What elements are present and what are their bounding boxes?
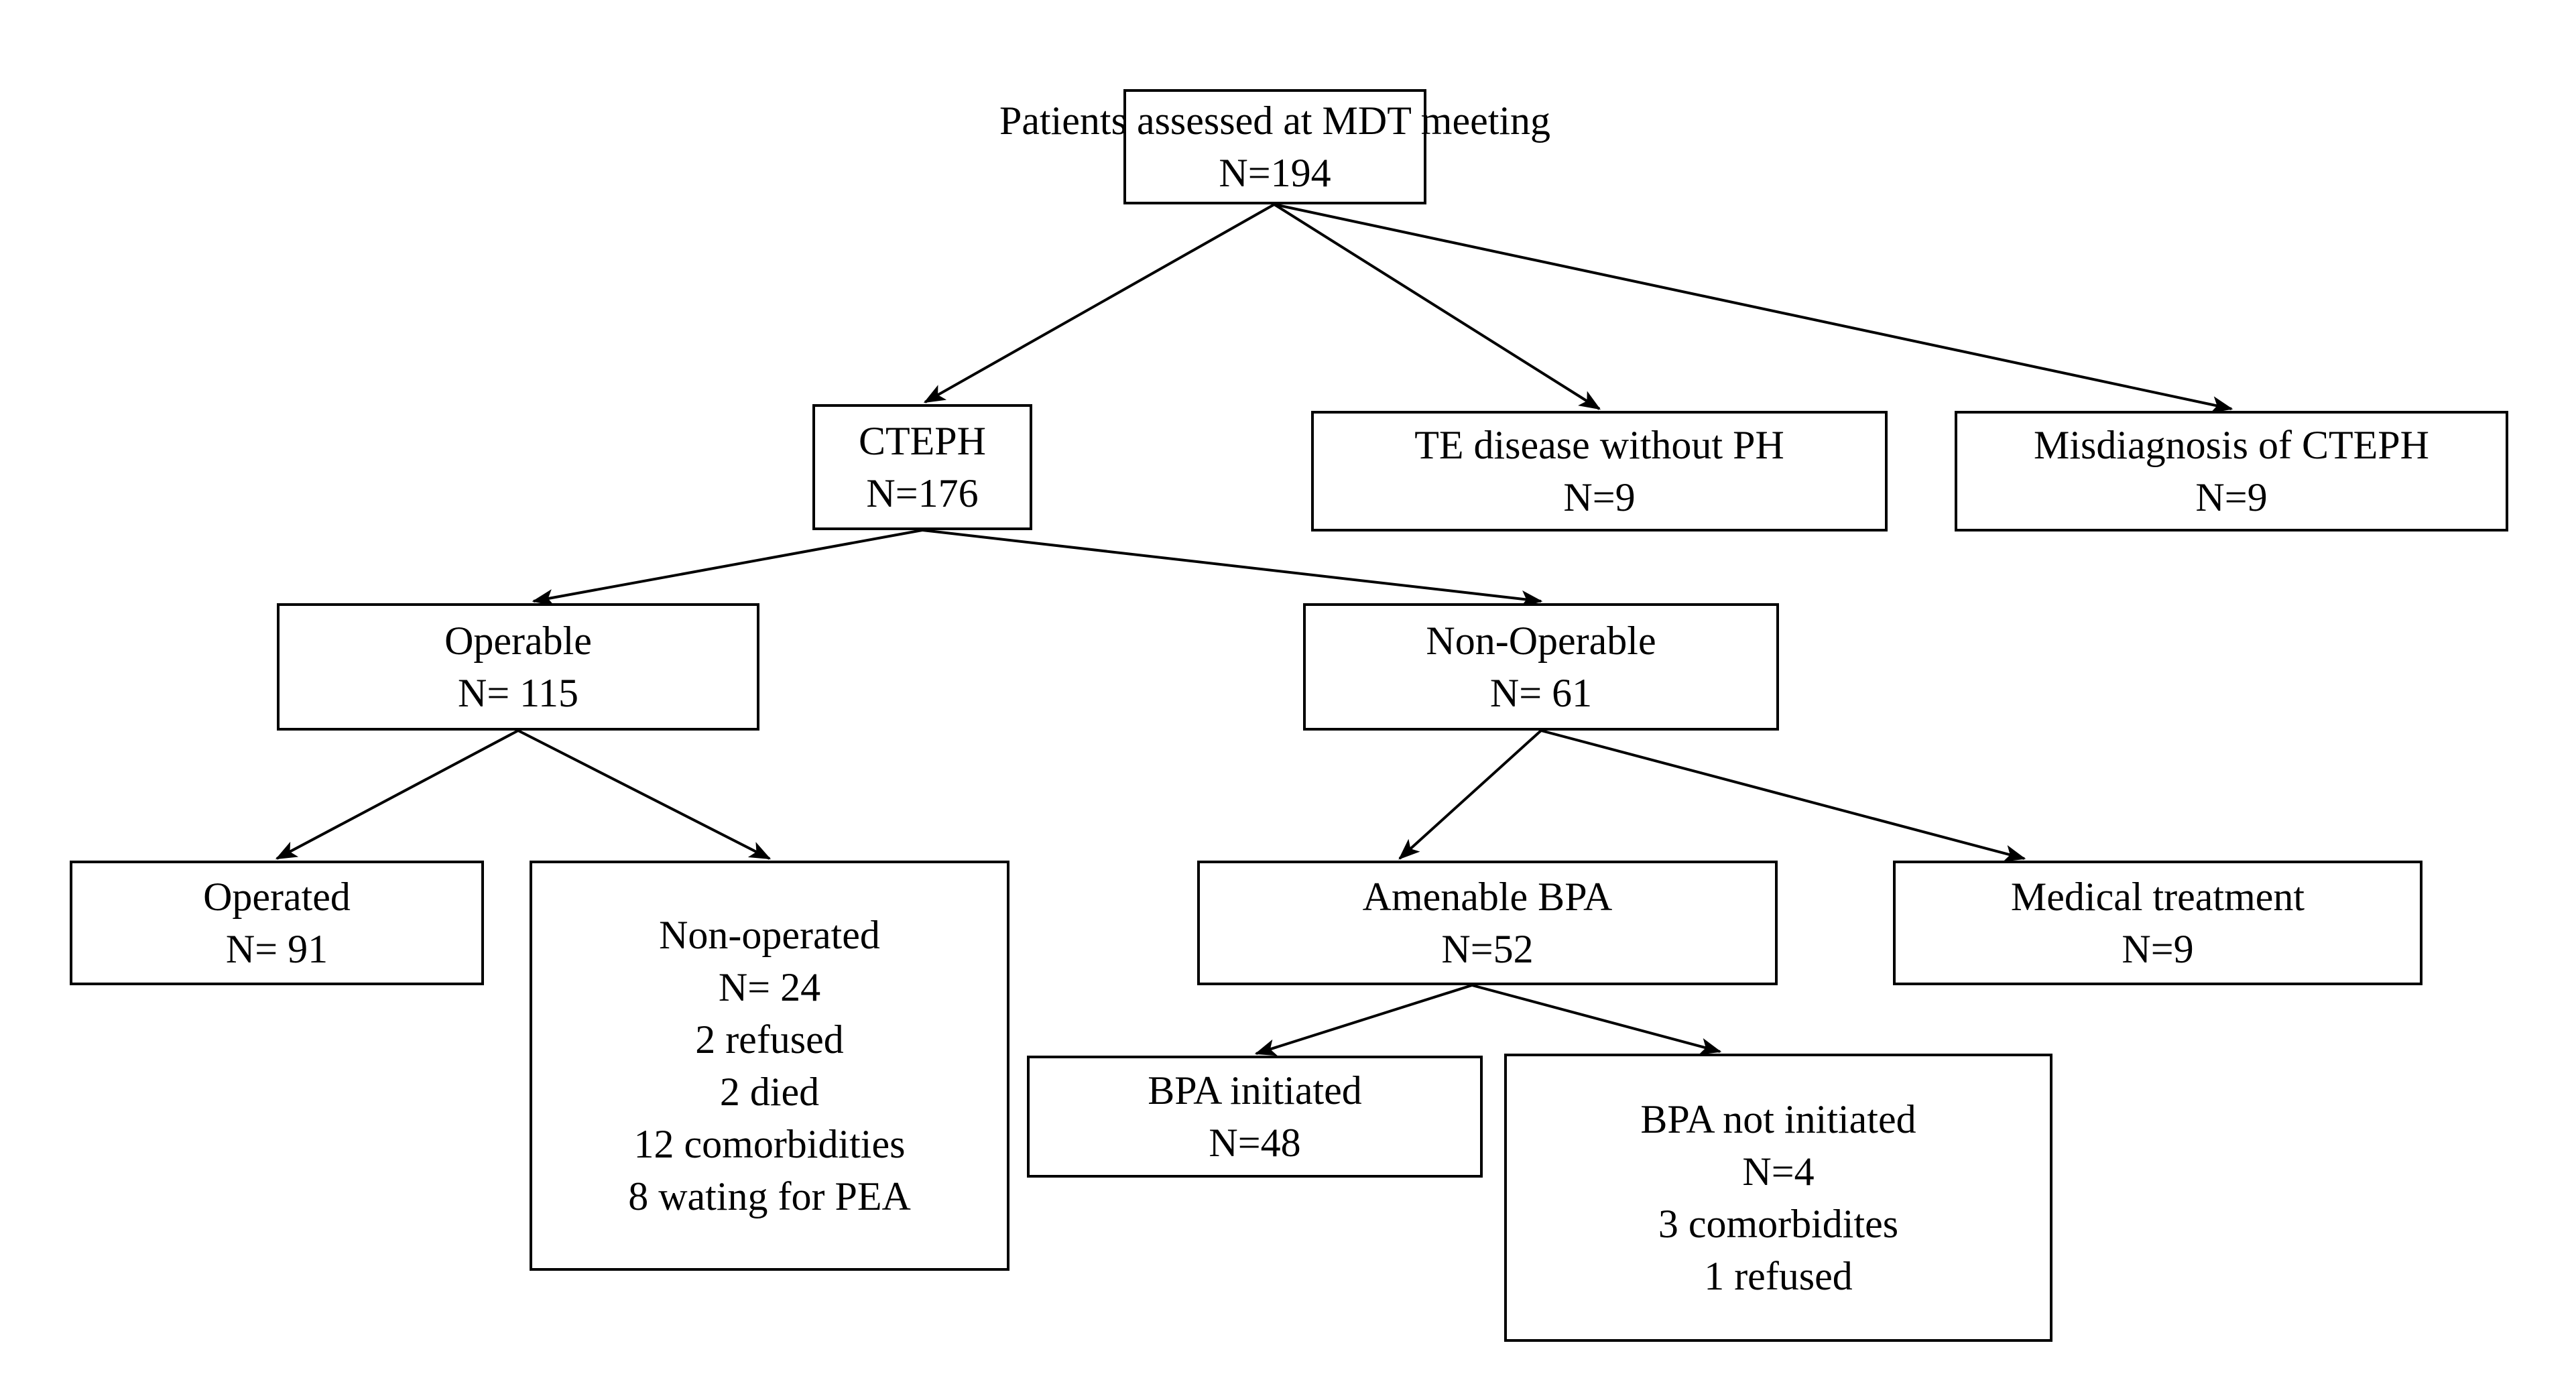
node-amenable-bpa-count: N=52 xyxy=(1441,927,1534,971)
node-non-operated[interactable]: Non-operated N= 24 2 refused 2 died 12 c… xyxy=(530,861,1009,1271)
edge-mdt-to-cteph xyxy=(923,203,1275,403)
node-non-operated-detail-refused: 2 refused xyxy=(695,1017,844,1062)
node-bpa-not-initiated-detail-refused: 1 refused xyxy=(1704,1254,1853,1298)
node-amenable-bpa-label: Amenable BPA xyxy=(1362,875,1613,919)
edge-cteph-to-non-operable xyxy=(922,529,1543,608)
node-misdiagnosis-label: Misdiagnosis of CTEPH xyxy=(2033,423,2430,467)
node-cteph-label: CTEPH xyxy=(858,419,987,463)
node-non-operated-label: Non-operated xyxy=(659,913,880,957)
node-bpa-initiated-count: N=48 xyxy=(1209,1121,1301,1165)
node-cteph[interactable]: CTEPH N=176 xyxy=(812,404,1032,530)
node-misdiagnosis[interactable]: Misdiagnosis of CTEPH N=9 xyxy=(1955,411,2508,531)
node-operable[interactable]: Operable N= 115 xyxy=(277,603,759,731)
node-operable-count: N= 115 xyxy=(458,671,578,715)
edge-mdt-to-te-disease xyxy=(1273,203,1601,410)
node-operated[interactable]: Operated N= 91 xyxy=(70,861,484,985)
node-bpa-not-initiated-count: N=4 xyxy=(1742,1149,1815,1194)
edge-amenable-bpa-to-bpa-initiated xyxy=(1254,984,1473,1056)
edge-cteph-to-operable xyxy=(532,529,923,607)
node-amenable-bpa[interactable]: Amenable BPA N=52 xyxy=(1197,861,1778,985)
edge-operable-to-operated xyxy=(275,729,519,860)
node-mdt[interactable]: Patients assessed at MDT meeting N=194 xyxy=(999,89,1550,204)
node-bpa-initiated-label: BPA initiated xyxy=(1148,1068,1362,1113)
node-medical-treatment[interactable]: Medical treatment N=9 xyxy=(1893,861,2422,985)
node-bpa-initiated[interactable]: BPA initiated N=48 xyxy=(1027,1056,1483,1178)
node-operable-label: Operable xyxy=(444,619,592,663)
node-bpa-not-initiated[interactable]: BPA not initiated N=4 3 comorbidites 1 r… xyxy=(1504,1054,2052,1342)
node-non-operable-count: N= 61 xyxy=(1489,671,1593,715)
edge-mdt-to-misdiagnosis xyxy=(1274,203,2233,414)
node-medical-treatment-label: Medical treatment xyxy=(2010,875,2305,919)
node-mdt-count: N=194 xyxy=(1219,151,1331,195)
edge-non-operable-to-amenable-bpa xyxy=(1398,729,1542,860)
node-non-operated-count: N= 24 xyxy=(718,965,821,1009)
node-mdt-label: Patients assessed at MDT meeting xyxy=(999,99,1551,143)
node-te-disease-count: N=9 xyxy=(1563,475,1636,519)
edge-non-operable-to-medical-treatment xyxy=(1540,729,2026,862)
node-non-operable[interactable]: Non-Operable N= 61 xyxy=(1303,603,1779,731)
node-bpa-not-initiated-detail-comorbidites: 3 comorbidites xyxy=(1658,1202,1899,1246)
node-medical-treatment-count: N=9 xyxy=(2122,927,2194,971)
node-bpa-not-initiated-label: BPA not initiated xyxy=(1640,1097,1916,1141)
edge-amenable-bpa-to-bpa-not-initiated xyxy=(1471,984,1722,1055)
node-non-operable-label: Non-Operable xyxy=(1426,619,1656,663)
node-misdiagnosis-count: N=9 xyxy=(2195,475,2268,519)
edge-operable-to-non-operated xyxy=(517,729,772,860)
node-non-operated-detail-died: 2 died xyxy=(719,1070,820,1114)
node-operated-count: N= 91 xyxy=(225,927,328,971)
node-cteph-count: N=176 xyxy=(866,471,979,515)
node-te-disease[interactable]: TE disease without PH N=9 xyxy=(1311,411,1888,531)
node-non-operated-detail-waiting: 8 wating for PEA xyxy=(628,1174,911,1218)
node-non-operated-detail-comorbidities: 12 comorbidities xyxy=(633,1122,906,1166)
node-te-disease-label: TE disease without PH xyxy=(1414,423,1784,467)
node-operated-label: Operated xyxy=(203,875,351,919)
